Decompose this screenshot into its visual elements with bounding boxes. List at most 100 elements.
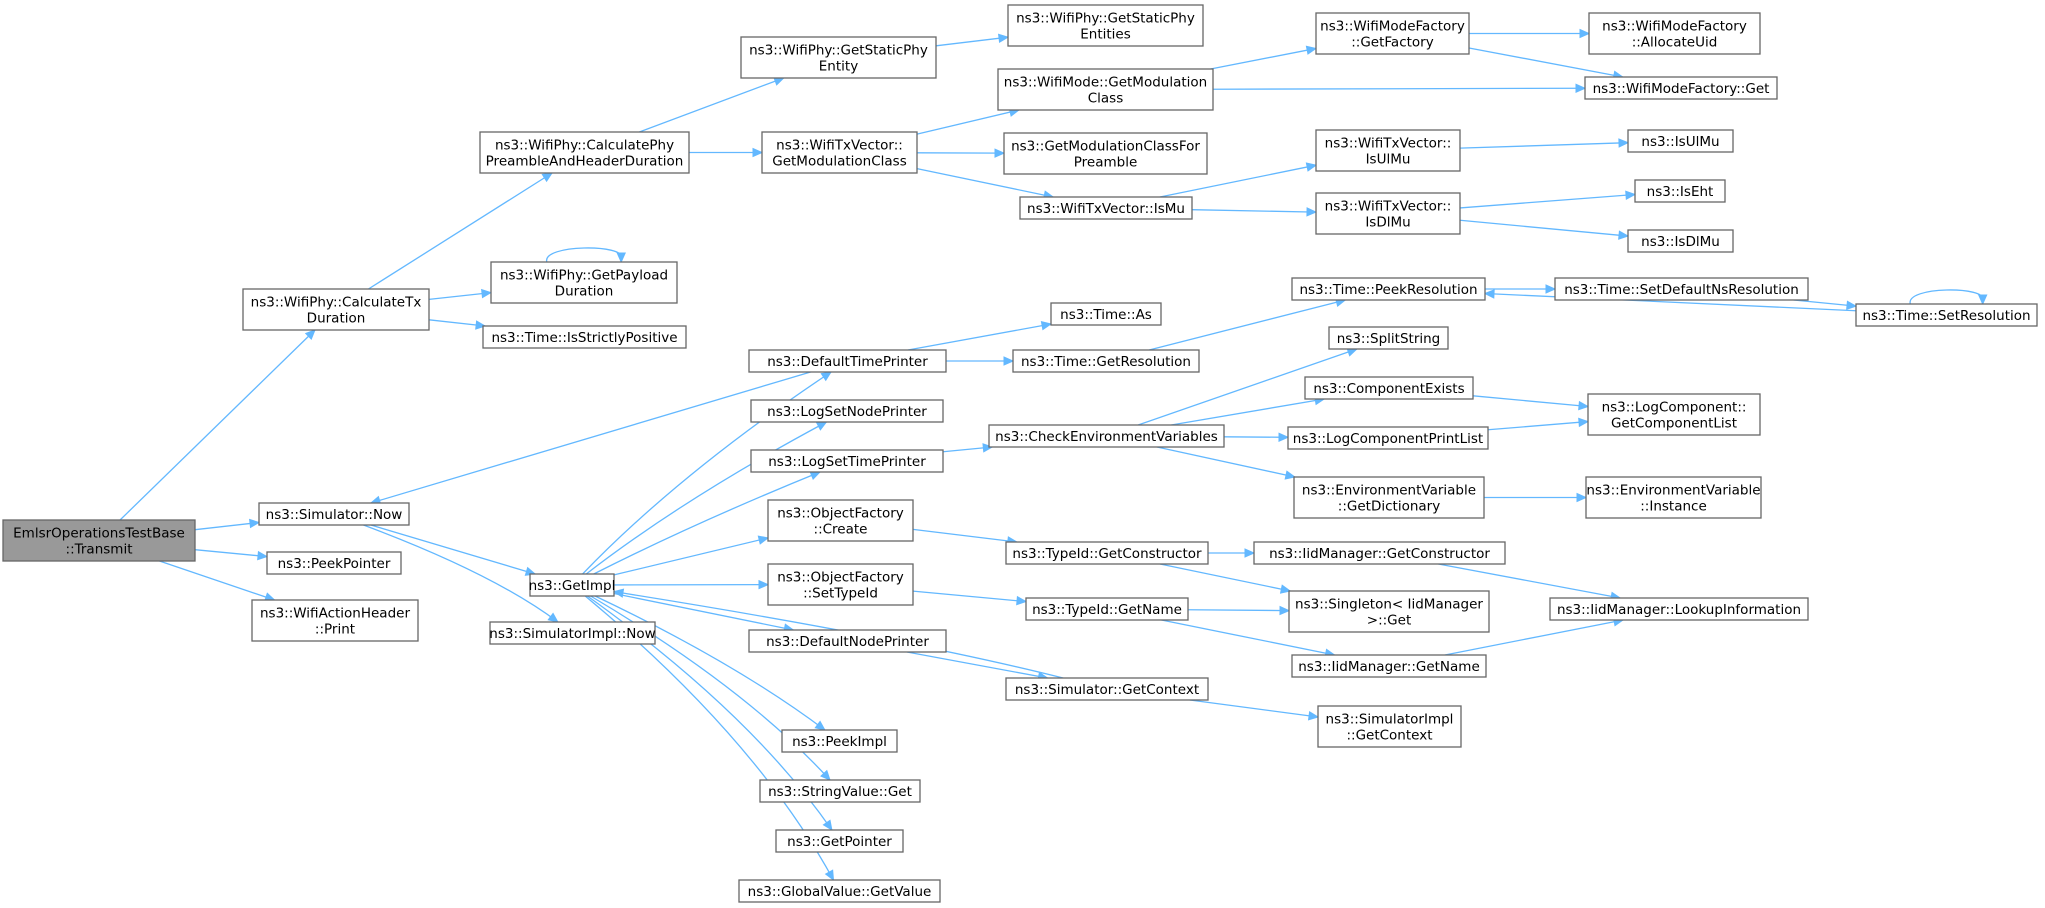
node-getImpl[interactable]: ns3::GetImpl: [529, 573, 616, 597]
node-timeAs[interactable]: ns3::Time::As: [1050, 302, 1162, 326]
node-split[interactable]: ns3::SplitString: [1328, 326, 1449, 350]
node-lookup[interactable]: ns3::IidManager::LookupInformation: [1549, 597, 1809, 621]
node-gvGet[interactable]: ns3::GlobalValue::GetValue: [738, 879, 941, 903]
node-label: ns3::DefaultNodePrinter: [766, 634, 929, 650]
edge-line: [590, 595, 831, 781]
edge-arrowhead: [1040, 321, 1053, 331]
edge-logTime-to-checkEnv: [942, 443, 994, 453]
node-factory[interactable]: ns3::WifiModeFactory::GetFactory: [1315, 12, 1470, 55]
node-isEht[interactable]: ns3::IsEht: [1634, 179, 1726, 203]
node-box: [988, 424, 1225, 448]
node-getPointer[interactable]: ns3::GetPointer: [775, 829, 904, 853]
node-isUl[interactable]: ns3::WifiTxVector::IsUlMu: [1315, 129, 1461, 172]
node-factoryGet[interactable]: ns3::WifiModeFactory::Get: [1584, 76, 1778, 100]
node-ofCreate[interactable]: ns3::ObjectFactory::Create: [767, 499, 914, 542]
node-box: [266, 551, 402, 575]
node-label: ns3::WifiActionHeader: [260, 606, 410, 622]
node-label: ns3::IsUlMu: [1641, 134, 1719, 150]
node-modeModClass[interactable]: ns3::WifiMode::GetModulationClass: [997, 68, 1214, 111]
edge-arrowhead: [1284, 470, 1297, 480]
edges-layer: [119, 28, 1988, 882]
node-envInst[interactable]: ns3::EnvironmentVariable::Instance: [1585, 476, 1762, 519]
node-compList[interactable]: ns3::LogComponent::GetComponentList: [1587, 393, 1761, 436]
node-box: [1005, 541, 1209, 565]
edge-getImpl-to-peekImpl: [594, 595, 826, 731]
node-ofSetType[interactable]: ns3::ObjectFactory::SetTypeId: [767, 563, 914, 606]
node-strGet[interactable]: ns3::StringValue::Get: [759, 779, 921, 803]
node-defTimePrinter[interactable]: ns3::DefaultTimePrinter: [748, 349, 947, 373]
edge-line: [1210, 47, 1317, 70]
node-box: [761, 131, 918, 174]
node-tidCtor[interactable]: ns3::TypeId::GetConstructor: [1005, 541, 1209, 565]
node-actionPrint[interactable]: ns3::WifiActionHeader::Print: [251, 599, 419, 642]
node-compExists[interactable]: ns3::ComponentExists: [1304, 376, 1474, 400]
node-singleton[interactable]: ns3::Singleton< IidManager>::Get: [1288, 590, 1490, 633]
edge-line: [907, 323, 1052, 351]
node-envDict[interactable]: ns3::EnvironmentVariable::GetDictionary: [1293, 476, 1485, 519]
node-label: ns3::ObjectFactory: [777, 506, 904, 522]
node-checkEnv[interactable]: ns3::CheckEnvironmentVariables: [988, 424, 1225, 448]
node-tidName[interactable]: ns3::TypeId::GetName: [1025, 597, 1189, 621]
node-box: [1634, 179, 1726, 203]
edge-line: [1159, 164, 1317, 198]
node-peekImpl[interactable]: ns3::PeekImpl: [781, 729, 898, 753]
node-box: [738, 879, 941, 903]
node-label: ns3::WifiTxVector::: [1325, 136, 1452, 152]
node-label: ns3::LogSetNodePrinter: [767, 404, 927, 420]
node-label: GetModulationClass: [772, 154, 907, 170]
node-logPrintList[interactable]: ns3::LogComponentPrintList: [1287, 426, 1489, 450]
edge-arrowhead: [481, 288, 493, 299]
node-iidName[interactable]: ns3::IidManager::GetName: [1291, 654, 1487, 678]
edge-ofSetType-to-tidName: [912, 590, 1028, 606]
node-simImplNow[interactable]: ns3::SimulatorImpl::Now: [489, 621, 656, 645]
node-isUlMu[interactable]: ns3::IsUlMu: [1627, 129, 1734, 153]
node-strictly[interactable]: ns3::Time::IsStrictlyPositive: [482, 325, 687, 349]
node-label: ns3::WifiPhy::GetStaticPhy: [1016, 11, 1195, 27]
node-simCtx[interactable]: ns3::Simulator::GetContext: [1005, 677, 1209, 701]
edge-payload-to-payload: [546, 247, 626, 264]
node-allocUid[interactable]: ns3::WifiModeFactory::AllocateUid: [1588, 12, 1761, 55]
node-setDefNs[interactable]: ns3::Time::SetDefaultNsResolution: [1554, 277, 1809, 301]
edge-root-to-peekPointer: [194, 549, 269, 561]
node-logTime[interactable]: ns3::LogSetTimePrinter: [750, 449, 944, 473]
edge-line: [1459, 219, 1629, 237]
edge-ofCreate-to-tidCtor: [912, 528, 1019, 546]
node-label: ns3::Time::GetResolution: [1021, 354, 1191, 370]
node-txModClass[interactable]: ns3::WifiTxVector::GetModulationClass: [761, 131, 918, 174]
node-isDl[interactable]: ns3::WifiTxVector::IsDlMu: [1315, 192, 1461, 235]
node-label: ns3::WifiTxVector::: [776, 138, 903, 154]
edge-line: [585, 421, 827, 575]
node-root[interactable]: EmlsrOperationsTestBase::Transmit: [2, 519, 196, 562]
edge-line: [1171, 398, 1325, 426]
node-box: [251, 599, 419, 642]
node-label: ns3::WifiTxVector::IsMu: [1027, 201, 1185, 217]
edge-arrowhead: [1625, 190, 1637, 200]
node-isMu[interactable]: ns3::WifiTxVector::IsMu: [1019, 196, 1193, 220]
node-peekPointer[interactable]: ns3::PeekPointer: [266, 551, 402, 575]
node-peekRes[interactable]: ns3::Time::PeekResolution: [1291, 277, 1486, 301]
edge-arrowhead: [1846, 300, 1858, 310]
node-label: ns3::Time::As: [1060, 307, 1152, 323]
edge-arrowhead: [809, 471, 822, 480]
node-logNode[interactable]: ns3::LogSetNodePrinter: [750, 399, 944, 423]
node-setRes[interactable]: ns3::Time::SetResolution: [1855, 303, 2038, 327]
edge-getImpl-to-ofSetType: [613, 579, 770, 590]
edge-arrowhead: [1545, 284, 1557, 294]
node-getRes[interactable]: ns3::Time::GetResolution: [1012, 349, 1200, 373]
node-defNodePrinter[interactable]: ns3::DefaultNodePrinter: [748, 629, 947, 653]
edge-isUl-to-isUlMu: [1459, 138, 1630, 149]
node-isDlMu[interactable]: ns3::IsDlMu: [1627, 229, 1734, 253]
node-calcPhy[interactable]: ns3::WifiPhy::CalculatePhyPreambleAndHea…: [479, 131, 690, 174]
node-label: IsUlMu: [1366, 152, 1411, 168]
edge-line: [593, 471, 821, 575]
node-iidCtor[interactable]: ns3::IidManager::GetConstructor: [1253, 541, 1506, 565]
node-implCtx[interactable]: ns3::SimulatorImpl::GetContext: [1317, 705, 1462, 748]
node-label: ns3::IidManager::GetConstructor: [1269, 546, 1490, 562]
node-simNow[interactable]: ns3::Simulator::Now: [258, 502, 410, 526]
edge-arrowhead: [1578, 417, 1590, 428]
